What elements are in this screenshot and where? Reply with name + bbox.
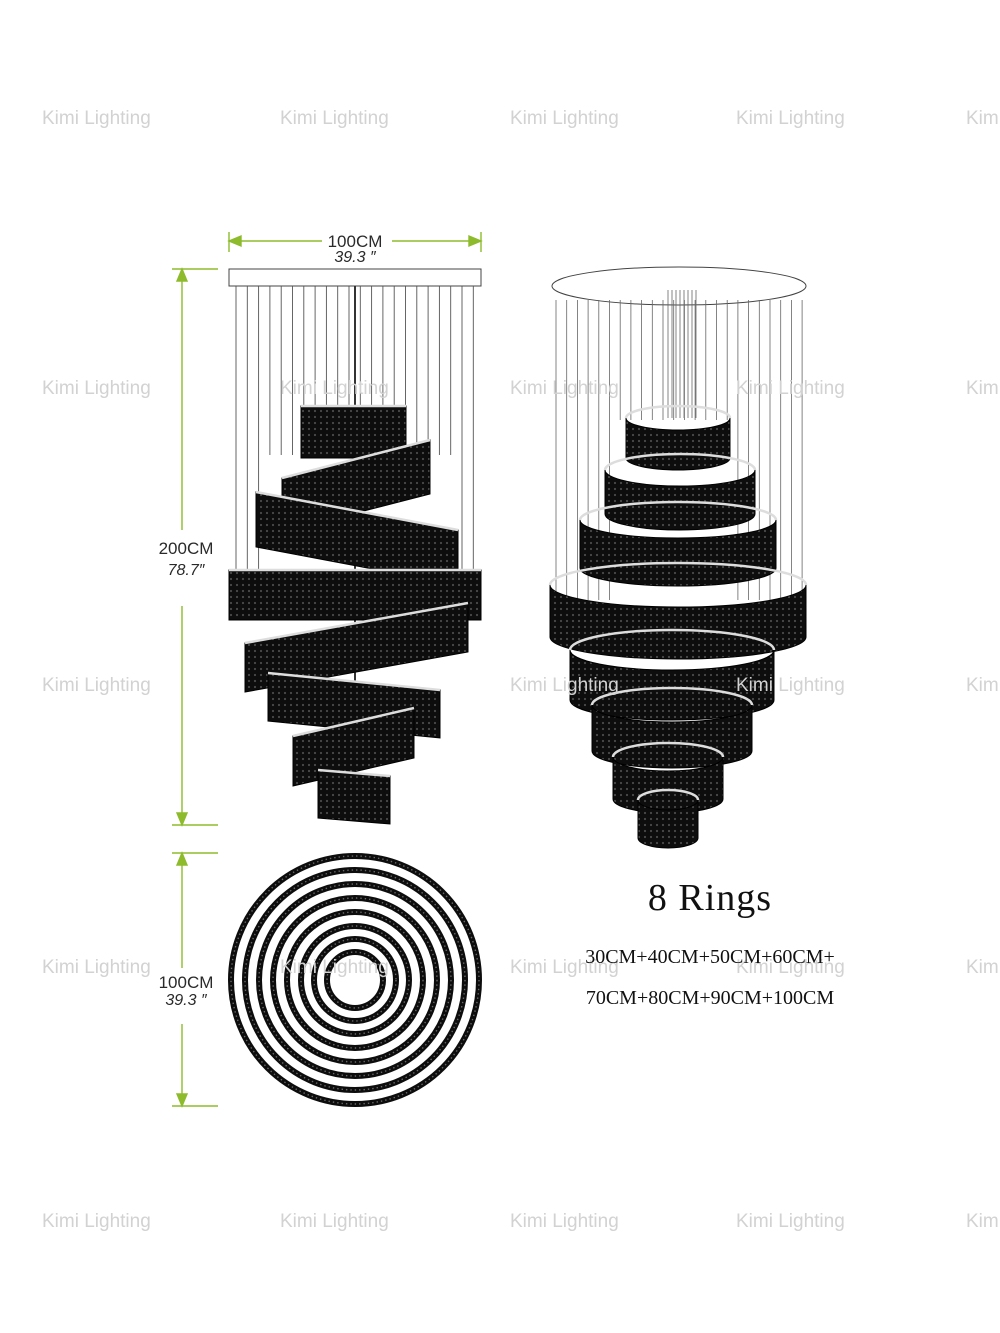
ring-crystals	[230, 855, 480, 1105]
crystal-rings	[548, 404, 808, 849]
ring-crystals	[286, 911, 424, 1049]
ring-crystals	[258, 883, 452, 1077]
crystal-ring	[612, 756, 724, 814]
height-dimension-label: 200CM 78.7″	[146, 540, 226, 579]
ring-top-edge	[292, 706, 415, 738]
watermark: Kimi Lighting	[736, 108, 845, 129]
ring-top-edge	[568, 628, 776, 651]
crystal-ring	[317, 769, 391, 825]
crystal-ring	[604, 469, 756, 531]
ring-top-edge	[255, 490, 459, 532]
crystal-ring	[579, 519, 777, 587]
watermark: Kimi Lighting	[280, 957, 389, 978]
bottom-dimension-label: 100CM 39.3 ″	[146, 974, 226, 1009]
ceiling-canopy	[551, 266, 807, 306]
ring-top-edge	[267, 671, 441, 692]
watermark: Kimi Lighting	[280, 378, 389, 399]
watermark: Kimi Lighting	[42, 378, 151, 399]
watermark: Kim	[966, 957, 999, 978]
ring-top-edge	[317, 768, 391, 778]
crystal-ring	[625, 417, 731, 471]
ring-crystals	[326, 951, 384, 1009]
width-inch: 39.3 ″	[334, 249, 376, 266]
ring-crystals	[313, 938, 397, 1022]
top-view	[228, 853, 482, 1107]
bottom-inch: 39.3 ″	[165, 992, 207, 1009]
ring-top-edge	[611, 741, 725, 758]
ring-crystals	[244, 869, 466, 1091]
watermark: Kimi Lighting	[42, 108, 151, 129]
watermark: Kimi Lighting	[280, 108, 389, 129]
ring-crystals	[272, 897, 438, 1063]
height-cm: 200CM	[158, 539, 214, 558]
ring-top-edge	[590, 686, 754, 706]
front-view	[228, 268, 482, 825]
watermark: Kim	[966, 1211, 999, 1232]
ring-sizes-line-1: 30CM+40CM+50CM+60CM+	[585, 946, 835, 968]
ring-top-edge	[624, 404, 732, 419]
ring-crystals	[300, 925, 410, 1035]
ring-top-edge	[636, 788, 700, 801]
dimension-lines	[172, 232, 483, 1108]
watermark: Kimi Lighting	[736, 1211, 845, 1232]
watermark: Kimi Lighting	[280, 1211, 389, 1232]
ring-outline	[270, 895, 440, 1065]
watermark: Kimi Lighting	[736, 957, 845, 978]
suspension-cables	[235, 286, 474, 575]
watermark: Kim	[966, 675, 999, 696]
ring-top-edge	[548, 561, 808, 586]
watermark: Kim	[966, 378, 999, 399]
ring-sizes-line-2: 70CM+80CM+90CM+100CM	[585, 987, 835, 1009]
bottom-cm: 100CM	[158, 973, 214, 992]
crystal-ring	[591, 704, 753, 769]
ring-outline	[228, 853, 482, 1107]
watermark: Kimi Lighting	[510, 957, 619, 978]
ring-top-edge	[281, 438, 431, 480]
watermark: Kimi Lighting	[510, 1211, 619, 1232]
ring-top-edge	[244, 601, 469, 645]
watermark: Kimi Lighting	[736, 675, 845, 696]
watermark: Kimi Lighting	[510, 675, 619, 696]
ceiling-canopy	[228, 268, 482, 287]
watermark: Kimi Lighting	[42, 1211, 151, 1232]
width-dimension-label: 100CM 39.3 ″	[305, 233, 405, 266]
watermark: Kimi Lighting	[42, 957, 151, 978]
watermark: Kimi Lighting	[510, 378, 619, 399]
perspective-view	[548, 266, 808, 849]
watermark: Kim	[966, 108, 999, 129]
watermark: Kimi Lighting	[42, 675, 151, 696]
crystal-ring	[549, 584, 807, 660]
height-inch: 78.7″	[167, 562, 205, 579]
ring-top-edge	[603, 452, 757, 471]
crystal-ring	[637, 799, 699, 849]
watermark: Kimi Lighting	[736, 378, 845, 399]
watermark: Kimi Lighting	[510, 108, 619, 129]
ring-top-edge	[578, 500, 778, 521]
crystal-rings	[228, 404, 482, 825]
width-cm: 100CM	[327, 232, 383, 251]
rings-count-title: 8 Rings	[647, 877, 773, 919]
ring-outline	[242, 867, 468, 1093]
